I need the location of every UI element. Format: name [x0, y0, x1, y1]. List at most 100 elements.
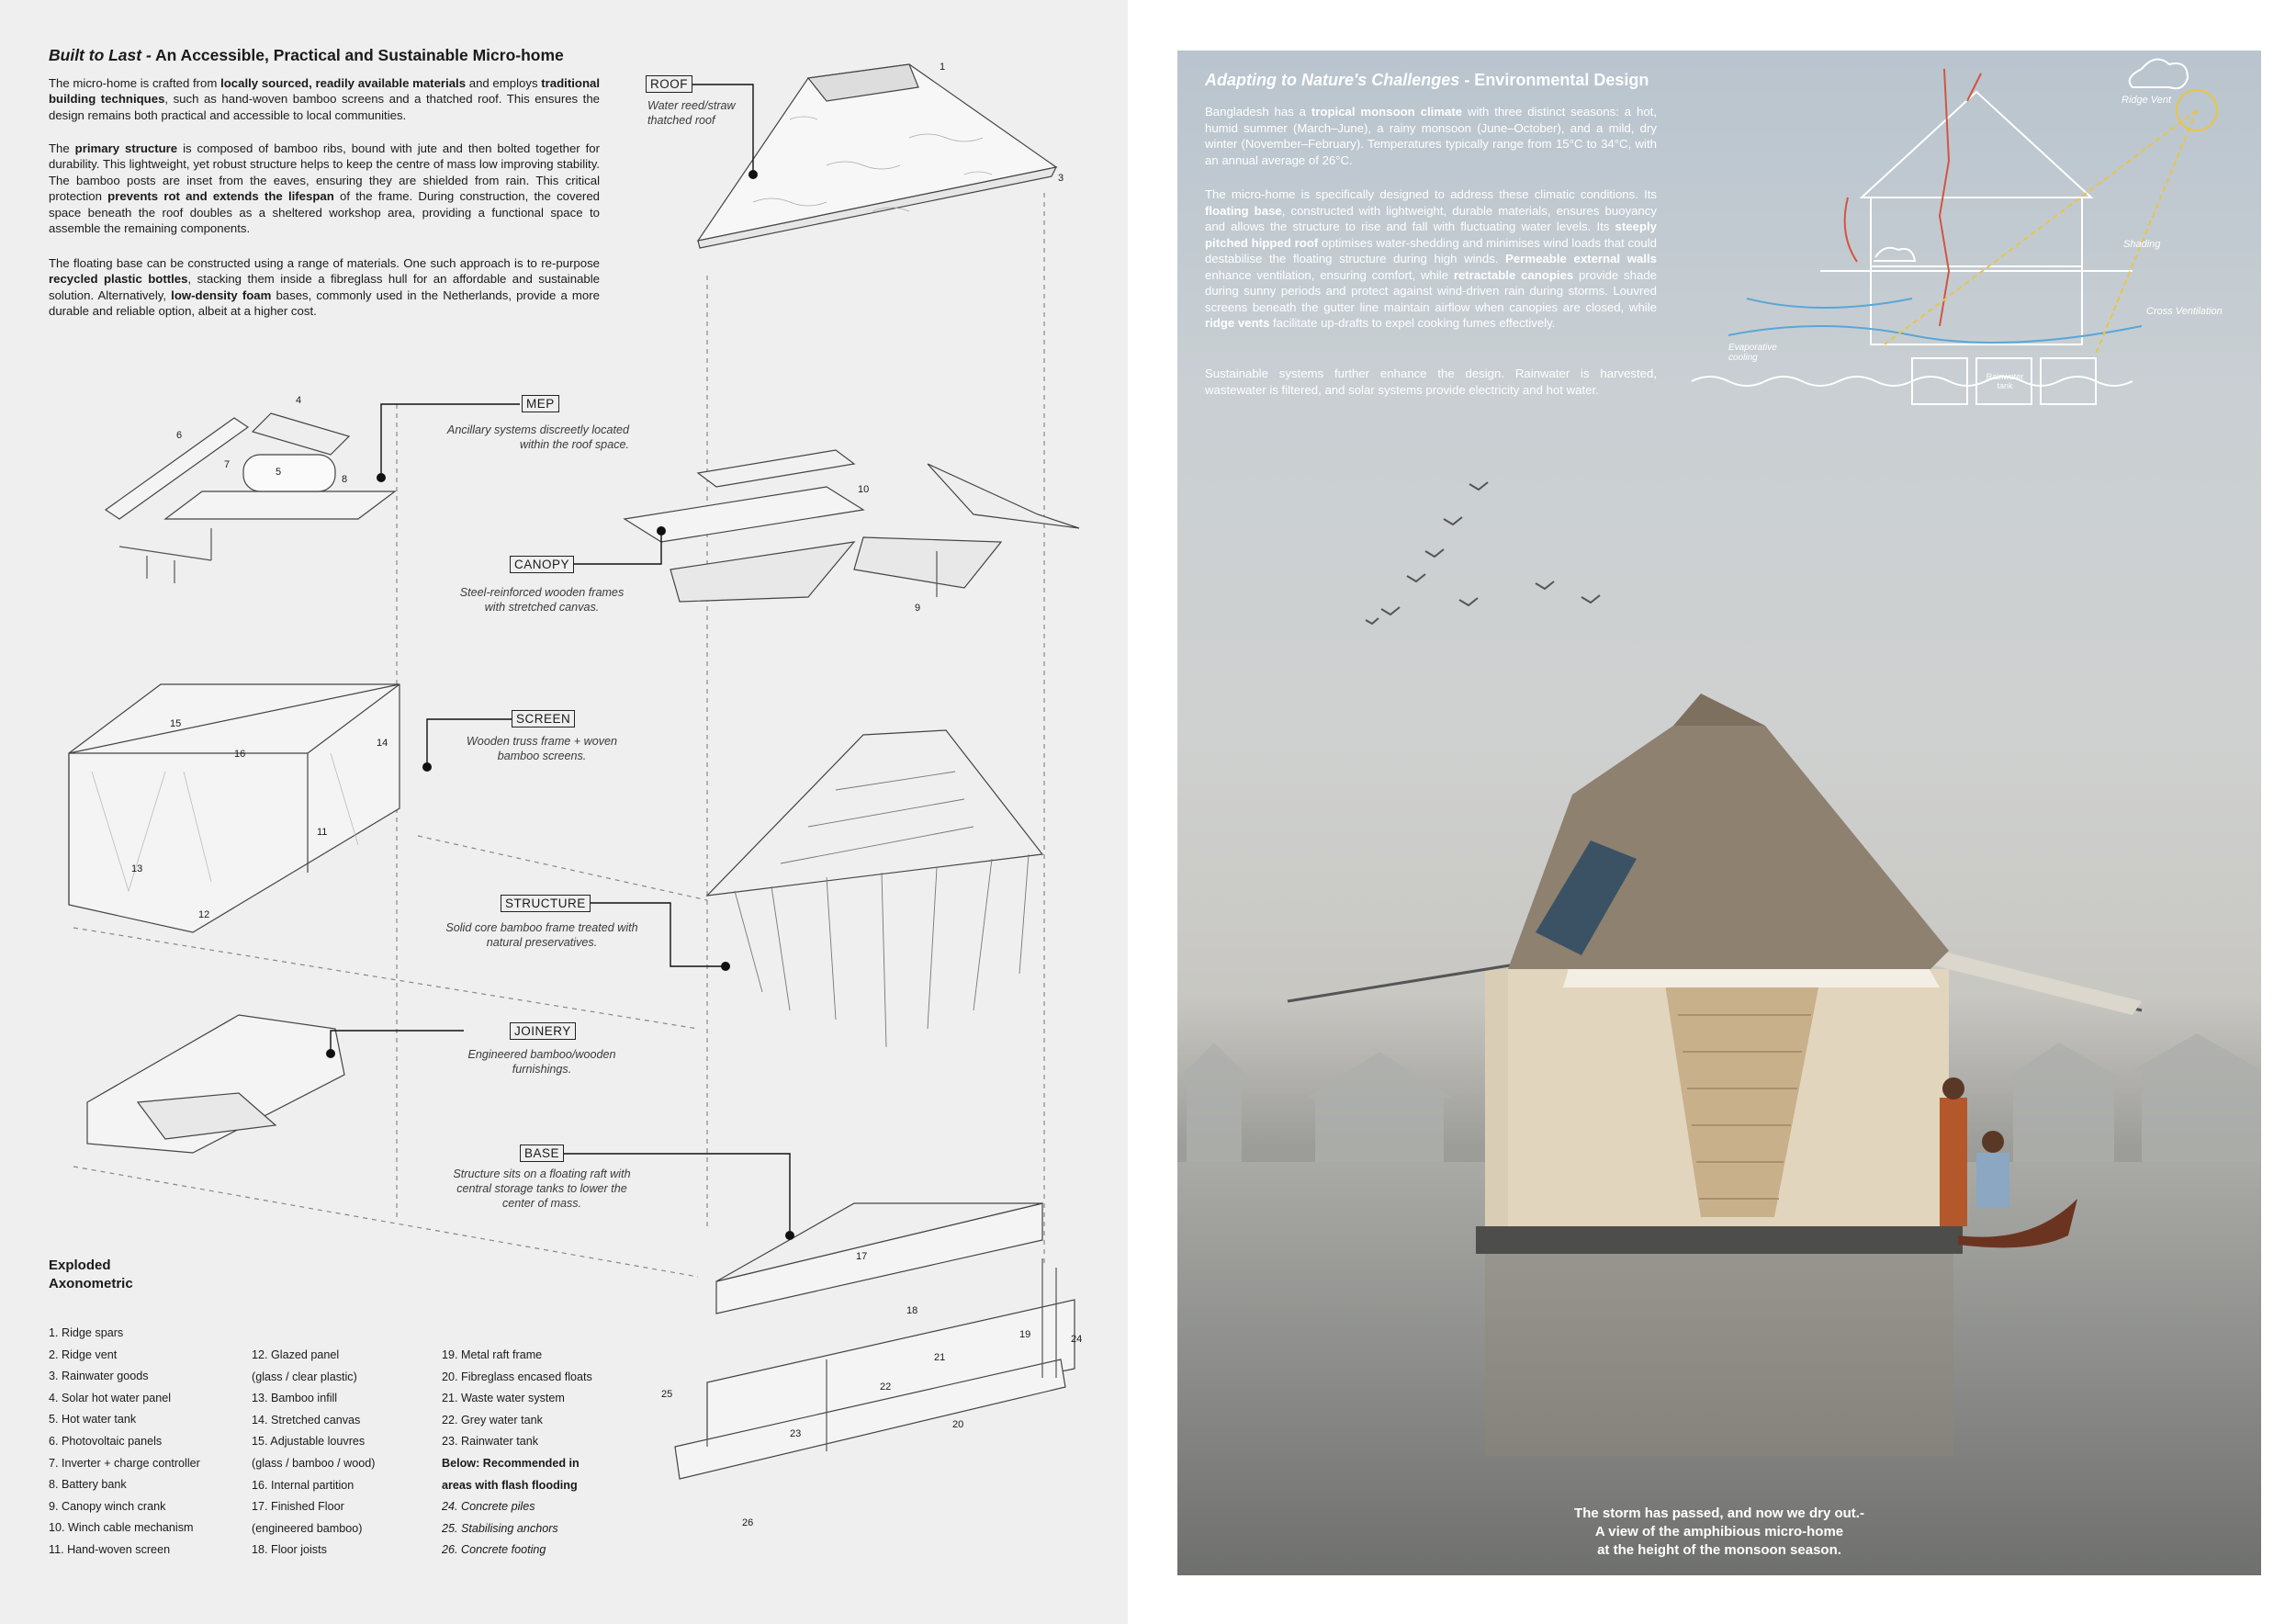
- legend-item: 18. Floor joists: [252, 1543, 327, 1557]
- diagram-number: 24: [1071, 1334, 1083, 1345]
- tag-mep: MEP: [522, 395, 559, 412]
- legend-item: areas with flash flooding: [442, 1478, 578, 1492]
- diagram-number: 21: [934, 1352, 946, 1363]
- legend-item: 17. Finished Floor: [252, 1500, 344, 1514]
- diagram-number: 14: [377, 738, 388, 749]
- legend-item: 6. Photovoltaic panels: [49, 1435, 163, 1448]
- axonometric-title: Exploded Axonometric: [49, 1257, 133, 1293]
- left-panel: Built to Last - An Accessible, Practical…: [0, 0, 1128, 1624]
- left-paragraph-2: The primary structure is composed of bam…: [49, 141, 600, 236]
- right-title-emphasis: Adapting to Nature's Challenges: [1205, 71, 1460, 89]
- diagram-number: 6: [176, 430, 183, 441]
- diagram-number: 11: [317, 827, 328, 838]
- text-run: , stacking them inside a fibreglass hull…: [49, 272, 600, 302]
- legend-item: 4. Solar hot water panel: [49, 1391, 172, 1404]
- diagram-number: 4: [296, 395, 302, 406]
- text-run: floating base: [1205, 203, 1282, 218]
- diagram-number: 15: [170, 718, 182, 729]
- diagram-number: 17: [856, 1251, 868, 1262]
- right-panel: Ridge Vent Shading Cross Ventilation Eva…: [1177, 51, 2261, 1575]
- text-run: Sustainable systems further enhance the …: [1205, 367, 1657, 397]
- legend-item: 22. Grey water tank: [442, 1413, 543, 1427]
- legend-item: 9. Canopy winch crank: [49, 1499, 166, 1513]
- text-run: Permeable external walls: [1505, 252, 1658, 265]
- legend-item: 23. Rainwater tank: [442, 1435, 539, 1449]
- diagram-number: 25: [661, 1389, 673, 1400]
- legend-item: 8. Battery bank: [49, 1478, 127, 1492]
- text-run: The micro-home is specifically designed …: [1205, 187, 1657, 201]
- text-run: locally sourced, readily available mater…: [220, 76, 467, 90]
- right-paragraph-1: Bangladesh has a tropical monsoon climat…: [1205, 104, 1657, 168]
- text-run: steeply pitched hipped roof: [1205, 220, 1657, 250]
- tag-screen: SCREEN: [512, 710, 576, 727]
- legend-item: 1. Ridge spars: [49, 1326, 124, 1339]
- left-title-emphasis: Built to Last -: [49, 46, 152, 64]
- tag-mep-desc: Ancillary systems discreetly located wit…: [446, 423, 629, 451]
- legend-item: 15. Adjustable louvres: [252, 1435, 366, 1449]
- text-run: prevents rot and extends the lifespan: [107, 189, 334, 204]
- text-run: The: [49, 141, 75, 155]
- tag-canopy-desc: Steel-reinforced wooden frames with stre…: [459, 586, 625, 614]
- caption-line-2: A view of the amphibious micro-home: [1594, 1524, 1844, 1539]
- text-run: The floating base can be constructed usi…: [49, 256, 600, 270]
- diagram-number: 1: [940, 62, 946, 73]
- text-run: optimises water-shedding and minimises w…: [1205, 235, 1657, 266]
- diagram-number: 19: [1019, 1329, 1031, 1340]
- tag-canopy: CANOPY: [510, 556, 575, 573]
- tag-roof-desc: Water reed/straw thatched roof: [647, 99, 736, 127]
- environmental-section-sketch: [1691, 58, 2218, 405]
- diagram-number: 3: [1058, 173, 1064, 184]
- text-run: traditional building techniques: [49, 76, 600, 107]
- axonometric-title-line-2: Axonometric: [49, 1276, 133, 1291]
- diagram-number: 10: [858, 484, 870, 495]
- text-run: recycled plastic bottles: [49, 272, 188, 287]
- text-run: , such as hand-woven bamboo screens and …: [49, 92, 600, 122]
- legend-item: 3. Rainwater goods: [49, 1370, 149, 1383]
- text-run: and employs: [466, 76, 542, 90]
- tag-roof: ROOF: [646, 75, 692, 93]
- sketch-label-tank: Rainwater tank: [1986, 372, 2024, 390]
- render-caption: The storm has passed, and now we dry out…: [1453, 1505, 1986, 1560]
- sketch-label-ridge-vent: Ridge Vent: [2122, 95, 2172, 106]
- axonometric-title-line-1: Exploded: [49, 1257, 111, 1273]
- diagram-number: 26: [742, 1517, 754, 1528]
- caption-line-1: The storm has passed, and now we dry out…: [1574, 1506, 1864, 1521]
- legend-item: Below: Recommended in: [442, 1457, 580, 1470]
- tag-joinery: JOINERY: [510, 1022, 576, 1040]
- legend-item: (glass / bamboo / wood): [252, 1457, 376, 1470]
- text-run: facilitate up-drafts to expel cooking fu…: [1269, 316, 1556, 330]
- sketch-label-shading: Shading: [2123, 239, 2161, 250]
- legend-item: 21. Waste water system: [442, 1392, 565, 1405]
- legend-item: 16. Internal partition: [252, 1478, 355, 1492]
- micro-home-render: [1177, 481, 2261, 1575]
- diagram-number: 23: [790, 1428, 802, 1439]
- legend-item: 13. Bamboo infill: [252, 1392, 338, 1405]
- text-run: bases, commonly used in the Netherlands,…: [49, 288, 600, 319]
- diagram-number: 16: [234, 749, 246, 760]
- exploded-axonometric-drawing: [68, 63, 1080, 1480]
- left-title: Built to Last - An Accessible, Practical…: [49, 46, 609, 65]
- text-run: primary structure: [74, 141, 178, 155]
- left-paragraph-3: The floating base can be constructed usi…: [49, 255, 600, 320]
- text-run: low-density foam: [171, 288, 272, 302]
- left-title-rest: An Accessible, Practical and Sustainable…: [151, 46, 564, 64]
- text-run: is composed of bamboo ribs, bound with j…: [49, 141, 601, 204]
- text-run: The micro-home is crafted from: [49, 76, 221, 90]
- tag-structure-desc: Solid core bamboo frame treated with nat…: [445, 921, 638, 949]
- diagram-number: 8: [342, 474, 348, 485]
- right-title: Adapting to Nature's Challenges - Enviro…: [1205, 71, 1701, 90]
- legend-item: 26. Concrete footing: [442, 1543, 546, 1557]
- diagram-number: 12: [198, 909, 210, 920]
- text-run: ridge vents: [1205, 316, 1270, 330]
- text-run: of the frame. During construction, the c…: [49, 189, 600, 236]
- right-paragraph-3: Sustainable systems further enhance the …: [1205, 366, 1657, 398]
- sketch-label-evaporative-cooling: Evaporative cooling: [1728, 343, 1777, 363]
- legend-item: 10. Winch cable mechanism: [49, 1521, 194, 1535]
- tag-structure: STRUCTURE: [501, 895, 591, 912]
- right-title-rest: - Environmental Design: [1459, 71, 1649, 89]
- text-run: , constructed with lightweight, durable …: [1205, 203, 1657, 234]
- legend-item: (engineered bamboo): [252, 1521, 363, 1535]
- diagram-number: 18: [906, 1305, 918, 1316]
- legend-item: 7. Inverter + charge controller: [49, 1456, 200, 1470]
- legend-item: 2. Ridge vent: [49, 1348, 118, 1361]
